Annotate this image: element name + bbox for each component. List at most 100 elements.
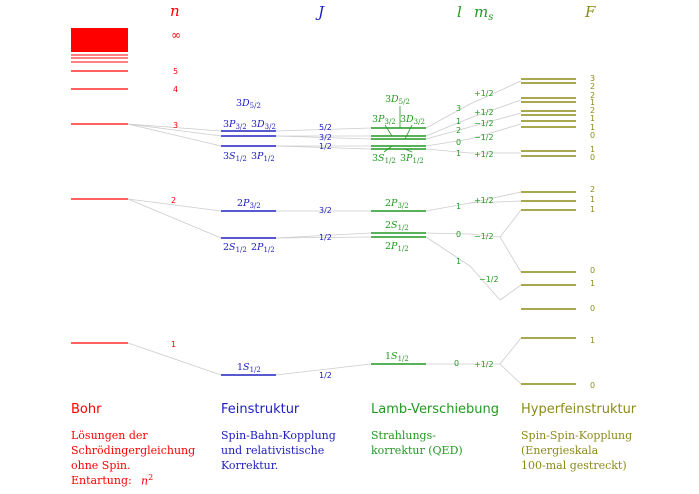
connector-line-33: [499, 284, 522, 301]
hyper-levels: [521, 78, 576, 385]
hyper-f-label-n2-2: 1: [590, 205, 595, 214]
fein-state-1s12: 1S1/2: [237, 362, 261, 374]
fein-j-label-n3-52: 5/2: [319, 123, 332, 132]
lamb-ms-label-4: +1/2: [474, 150, 494, 159]
bohr-desc-line-4: Entartung: n2: [71, 473, 195, 488]
hyper-f-label-n3-9: 0: [590, 153, 595, 162]
lamb-state-3d32: 3D3/2: [400, 114, 425, 126]
bohr-desc-line-3: ohne Spin.: [71, 459, 131, 472]
fein-state-3s12: 3S1/2: [223, 151, 247, 163]
hyper-f-label-n3-6: 1: [590, 123, 595, 132]
lamb-state-1s12: 1S1/2: [385, 351, 409, 363]
lamb-state-2s12: 2S1/2: [385, 220, 409, 232]
connector-line-3: [127, 198, 222, 212]
connector-line-0: [127, 123, 222, 132]
hyper-f-label-n3-7: 0: [590, 131, 595, 140]
bohr-label-n4: 4: [173, 85, 178, 94]
connector-line-32: [469, 265, 501, 301]
lamb-state-2p12: 2P1/2: [385, 241, 409, 253]
fein-state-3p32: 3P3/2: [223, 119, 247, 131]
connector-line-13: [275, 236, 372, 239]
lamb-l-label-1: 1: [456, 117, 461, 126]
connector-line-10: [275, 145, 372, 150]
bohr-degeneracy-label: Entartung:: [71, 474, 132, 487]
fein-state-2s12: 2S1/2: [223, 242, 247, 254]
fein-heading: Feinstruktur: [221, 402, 300, 417]
connector-line-16: [469, 80, 522, 105]
fein-state-3p12: 3P1/2: [251, 151, 275, 163]
connector-line-4: [127, 198, 222, 239]
connector-line-22: [469, 123, 522, 140]
lamb-ms-label-2: −1/2: [474, 119, 494, 128]
lamb-state-2p32: 2P3/2: [385, 198, 409, 210]
bohr-heading: Bohr: [71, 402, 102, 417]
bohr-continuum-block: [71, 28, 128, 52]
lamb-desc-line-2: korrektur (QED): [371, 444, 463, 457]
lamb-ms-label-1: +1/2: [474, 108, 494, 117]
bohr-label-n5: 5: [173, 67, 178, 76]
bohr-label-n2: 2: [171, 196, 176, 205]
connector-line-29: [469, 233, 501, 238]
axis-f-symbol: F: [584, 3, 596, 21]
connector-lines: [127, 80, 522, 385]
lamb-state-3d52: 3D5/2: [385, 94, 410, 106]
hyper-f-label-n1-1: 0: [590, 381, 595, 390]
axis-l-symbol: l: [457, 3, 462, 21]
hyper-f-label-n2-1: 1: [590, 195, 595, 204]
connector-line-2: [127, 123, 222, 147]
connector-line-28: [425, 232, 471, 235]
fein-levels: [221, 130, 276, 376]
hyper-desc-line-2: (Energieskala: [521, 444, 599, 457]
bohr-label-n1: 1: [171, 340, 176, 349]
fein-desc-line-2: und relativistische: [221, 444, 325, 457]
hyper-f-label-n3-4: 2: [590, 106, 595, 115]
connector-line-8: [275, 135, 372, 140]
hyper-desc-line-3: 100-mal gestreckt): [521, 459, 627, 472]
connector-line-31: [425, 236, 471, 267]
lamb-heading: Lamb-Verschiebung: [371, 402, 500, 417]
fein-description: Spin-Bahn-Kopplung und relativistische K…: [221, 428, 336, 473]
hyper-f-label-n2-3: 0: [590, 266, 595, 275]
fein-state-3d32: 3D3/2: [251, 119, 276, 131]
connector-line-14: [275, 363, 372, 376]
hyper-f-label-n3-1: 2: [590, 82, 595, 91]
fein-desc-line-3: Korrektur.: [221, 459, 279, 472]
bohr-desc-line-2: Schrödingergleichung: [71, 444, 196, 457]
bohr-desc-line-1: Lösungen der: [71, 429, 148, 442]
axis-ms-symbol: ms: [474, 3, 493, 23]
bohr-description: Lösungen der Schrödingergleichung ohne S…: [71, 428, 195, 488]
connector-line-19: [425, 126, 471, 140]
connector-line-37: [499, 363, 522, 385]
connector-line-21: [425, 138, 471, 147]
hyper-f-label-n2-0: 2: [590, 185, 595, 194]
lamb-l-label-5: 1: [456, 202, 461, 211]
connector-line-26: [469, 191, 522, 204]
lamb-state-3p32: 3P3/2: [372, 114, 396, 126]
hyper-f-label-n3-0: 3: [590, 74, 595, 83]
lamb-l-label-4: 1: [456, 149, 461, 158]
connector-line-30: [499, 209, 522, 238]
lamb-l-label-0: 3: [456, 104, 461, 113]
connector-line-36: [499, 337, 522, 365]
hyper-f-label-n3-5: 1: [590, 114, 595, 123]
fein-desc-line-1: Spin-Bahn-Kopplung: [221, 429, 336, 442]
connector-line-25: [425, 202, 471, 212]
lamb-description: Strahlungs- korrektur (QED): [371, 428, 463, 458]
hyper-f-label-n2-4: 1: [590, 279, 595, 288]
hyper-f-label-n3-8: 1: [590, 145, 595, 154]
bohr-infinity-label: ∞: [171, 28, 181, 42]
connector-line-12: [275, 232, 372, 239]
lamb-ms-label-5: +1/2: [474, 196, 494, 205]
fein-j-label-n2-12: 1/2: [319, 233, 332, 242]
lamb-ms-label-0: +1/2: [474, 89, 494, 98]
hyper-desc-line-1: Spin-Spin-Kopplung: [521, 429, 633, 442]
lamb-l-label-2: 2: [456, 126, 461, 135]
lamb-levels: [371, 127, 426, 365]
connector-line-34: [499, 236, 522, 273]
connector-line-5: [127, 342, 222, 376]
connector-line-15: [425, 103, 471, 129]
hyper-f-label-n3-2: 2: [590, 91, 595, 100]
connector-line-27: [469, 200, 522, 204]
